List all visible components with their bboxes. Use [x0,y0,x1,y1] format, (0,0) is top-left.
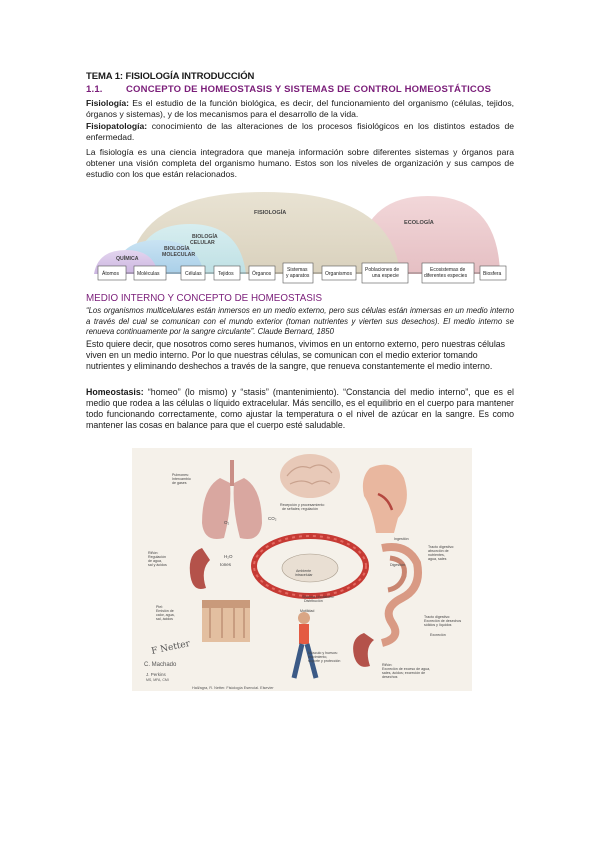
svg-text:Regulación: Regulación [148,555,166,559]
svg-text:O₂: O₂ [224,520,230,525]
homeostasis-paragraph: Homeostasis: “homeo” (lo mismo) y “stasi… [86,387,514,431]
kidney-right-icon [353,633,374,667]
claude-bernard-quote: “Los organismos multicelulares están inm… [86,306,514,336]
svg-text:H₂O: H₂O [224,554,233,559]
svg-text:soporte y protección: soporte y protección [308,659,340,663]
svg-text:calor, agua,: calor, agua, [156,613,175,617]
term-homeostasis: Homeostasis: [86,387,144,397]
svg-text:Recepción y procesamiento: Recepción y procesamiento [280,503,324,507]
perkins-credit: J. Perkins [146,672,167,677]
svg-text:de gases: de gases [172,481,187,485]
svg-text:Sistemas: Sistemas [287,267,308,273]
svg-text:Ecosistemas de: Ecosistemas de [430,267,466,273]
svg-text:agua, sales: agua, sales [428,557,447,561]
svg-text:Distribución: Distribución [304,599,323,603]
svg-text:Pulmones:: Pulmones: [172,473,189,477]
brain-icon [280,454,340,498]
section-heading: 1.1. CONCEPTO DE HOMEOSTASIS Y SISTEMAS D… [86,84,491,95]
svg-text:absorción de: absorción de [428,549,449,553]
svg-text:MOLECULAR: MOLECULAR [162,252,195,258]
svg-text:nutrientes,: nutrientes, [428,553,445,557]
svg-text:Ambiente: Ambiente [296,569,311,573]
svg-text:Moléculas: Moléculas [137,271,160,277]
svg-text:Tracto digestivo:: Tracto digestivo: [424,615,450,619]
text-fisiologia: Es el estudio de la función biológica, e… [86,98,514,119]
definition-fisiologia: Fisiología: Es el estudio de la función … [86,98,514,120]
svg-text:Tejidos: Tejidos [218,271,234,277]
svg-text:MS, MFA, CMI: MS, MFA, CMI [146,678,169,682]
svg-text:sólidos y líquidos: sólidos y líquidos [424,623,452,627]
section-number: 1.1. [86,84,103,95]
svg-text:Piel:: Piel: [156,605,163,609]
arc-label-biologia-celular: BIOLOGÍA [192,232,218,240]
svg-text:y aparatos: y aparatos [286,273,310,279]
integradora-paragraph: La fisiología es una ciencia integradora… [86,147,514,179]
intestine-icon [380,543,422,647]
head-icon [362,464,407,533]
svg-text:Excreción de exceso de agua,: Excreción de exceso de agua, [382,667,430,671]
svg-text:movimiento,: movimiento, [308,655,327,659]
circulatory-ring-icon [251,533,369,599]
definition-fisiopatologia: Fisiopatología: conocimiento de las alte… [86,121,514,143]
svg-text:Excreción: Excreción [430,633,446,637]
svg-text:Riñón:: Riñón: [148,551,158,555]
text-fisiopatologia: conocimiento de las alteraciones de los … [86,121,514,142]
svg-text:Células: Células [185,271,202,277]
arc-label-fisiologia: FISIOLOGÍA [254,208,286,216]
svg-text:Tracto digestivo:: Tracto digestivo: [428,545,454,549]
svg-text:intracelular: intracelular [295,573,313,577]
term-fisiologia: Fisiología: [86,98,129,108]
svg-text:Ingestión: Ingestión [394,537,409,541]
arc-label-quimica: QUÍMICA [116,254,139,262]
kidney-icon [189,548,210,589]
svg-text:CO₂: CO₂ [268,516,277,521]
svg-text:Órganos: Órganos [252,270,272,277]
svg-text:CELULAR: CELULAR [190,240,215,246]
explanation-paragraph: Esto quiere decir, que nosotros como ser… [86,339,506,371]
walking-person-icon [291,612,319,679]
svg-text:desechos: desechos [382,675,398,679]
svg-text:de agua,: de agua, [148,559,162,563]
svg-text:sal, ácidos: sal, ácidos [156,617,173,621]
svg-text:una especie: una especie [372,273,399,279]
lungs-icon [202,460,262,539]
text-homeostasis: “homeo” (lo mismo) y “stasis” (mantenimi… [86,387,514,430]
svg-text:Músculo y huesos:: Músculo y huesos: [308,651,338,655]
svg-text:sales, ácidos; excreción de: sales, ácidos; excreción de [382,671,425,675]
svg-text:Biosfera: Biosfera [483,271,502,277]
machado-credit: C. Machado [144,662,177,668]
svg-text:Emisión de: Emisión de [156,609,174,613]
medio-interno-heading: MEDIO INTERNO Y CONCEPTO DE HOMEOSTASIS [86,293,323,304]
svg-text:diferentes especies: diferentes especies [424,273,468,279]
svg-text:Organismos: Organismos [325,271,352,277]
arc-label-ecologia: ECOLOGÍA [404,218,434,226]
svg-text:Motilidad: Motilidad [300,609,314,613]
svg-text:sal y ácidos: sal y ácidos [148,563,167,567]
svg-text:Riñón:: Riñón: [382,663,392,667]
document-title: TEMA 1: FISIOLOGÍA INTRODUCCIÓN [86,71,255,82]
term-fisiopatologia: Fisiopatología: [86,121,148,131]
svg-text:Átomos: Átomos [102,270,119,277]
svg-text:Intercambio: Intercambio [172,477,191,481]
section-title: CONCEPTO DE HOMEOSTASIS Y SISTEMAS DE CO… [126,84,492,95]
svg-text:Iones: Iones [220,562,232,567]
skin-icon [202,600,250,642]
svg-text:Excreción de desechos: Excreción de desechos [424,619,461,623]
svg-text:Digestión: Digestión [390,563,405,567]
levels-row: Átomos Moléculas Células Tejidos Órganos… [97,262,507,284]
svg-text:de señales; regulación: de señales; regulación [282,507,318,511]
svg-text:Sistema circulatorio:: Sistema circulatorio: [302,595,334,599]
svg-text:Poblaciones de: Poblaciones de [365,267,399,273]
illustration-caption: Hall/agra, R. Netter. Fisiología Esencia… [192,686,274,690]
arc-label-biologia-molecular: BIOLOGÍA [164,244,190,252]
organization-levels-diagram: FISIOLOGÍA ECOLOGÍA BIOLOGÍA CELULAR BIO… [94,192,507,284]
